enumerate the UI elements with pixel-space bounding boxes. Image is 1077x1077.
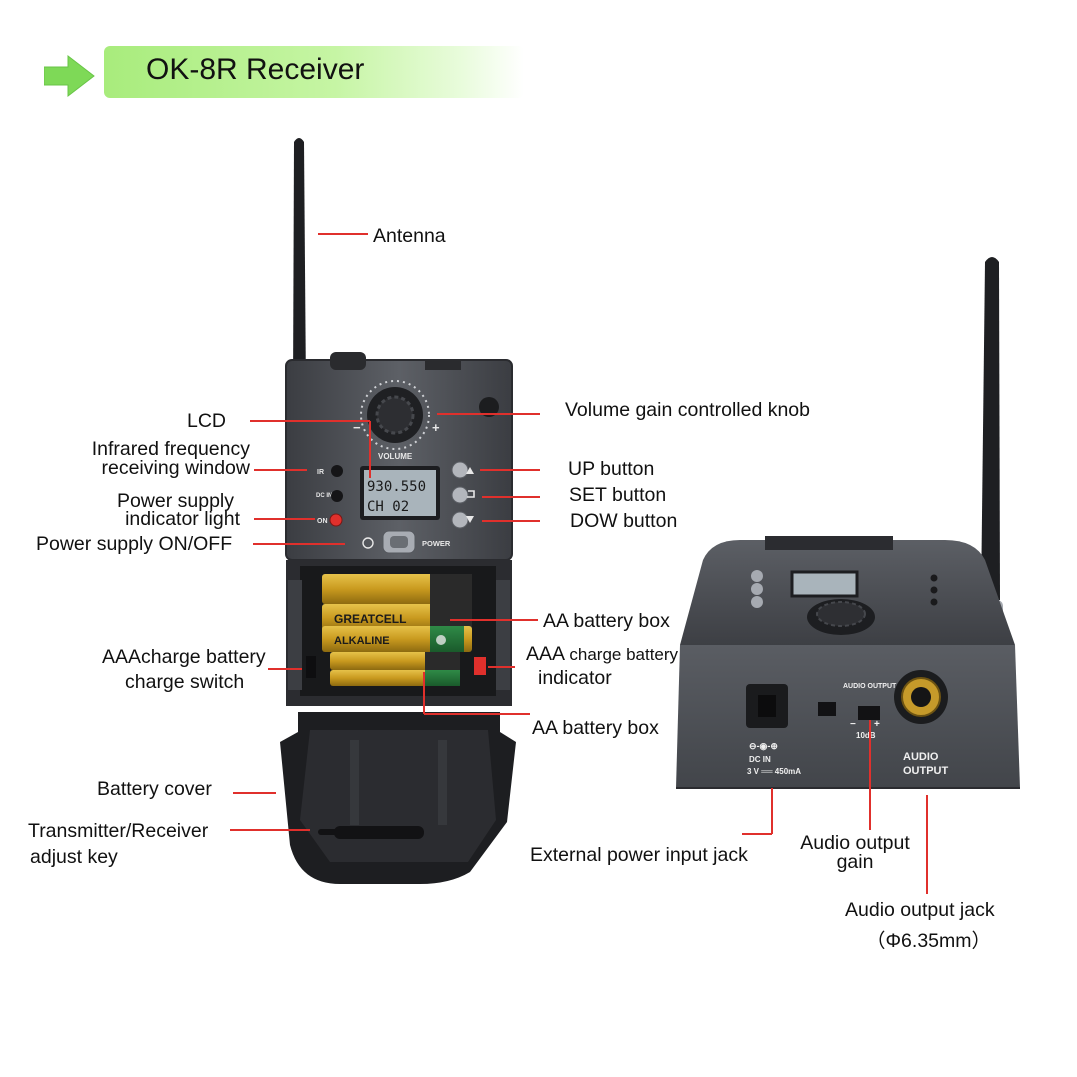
- label-up-button: UP button: [568, 458, 655, 480]
- volume-label: VOLUME: [378, 452, 413, 461]
- side-face-labels: ⊖-◉-⊕ DC IN 3 V ══ 450mA AUDIO OUTPUT − …: [747, 683, 949, 777]
- front-left-indicators: IR DC IN ON: [316, 465, 343, 527]
- side-audio-label-2: OUTPUT: [903, 765, 949, 777]
- label-infrared-1: Infrared frequency: [91, 438, 250, 460]
- label-infrared-2: receiving window: [101, 457, 251, 479]
- battery-aa-1: [322, 574, 472, 604]
- volume-minus-label: −: [353, 420, 361, 435]
- on-label: ON: [317, 518, 328, 525]
- label-lcd: LCD: [187, 410, 227, 432]
- side-audio-label-1: AUDIO: [903, 751, 939, 763]
- arrow-right-icon: [44, 54, 95, 98]
- page-title: OK-8R Receiver: [146, 53, 365, 86]
- svg-text:⊖-◉-⊕: ⊖-◉-⊕: [749, 741, 778, 751]
- side-top-surface: [680, 536, 1015, 645]
- label-aa-battery-box-bottom: AA battery box: [532, 717, 659, 739]
- front-right-buttons: [451, 461, 475, 529]
- label-aa-battery-box-top: AA battery box: [543, 610, 670, 632]
- aaa-charge-indicator: [474, 657, 486, 675]
- label-power-indicator-1: Power supply: [116, 490, 234, 512]
- power-button: POWER: [362, 530, 451, 554]
- volume-knob: − + VOLUME: [353, 380, 440, 461]
- side-gain-minus-label: −: [850, 719, 856, 730]
- ir-label: IR: [317, 469, 324, 476]
- side-gain-value-label: 10dB: [856, 731, 876, 740]
- label-adjust-key-1: Transmitter/Receiver: [28, 820, 209, 842]
- battery-brand-label: GREATCELL: [334, 612, 406, 626]
- side-dc-spec-label: 3 V ══ 450mA: [747, 767, 801, 776]
- label-aaa-indicator-1: AAA charge battery: [526, 644, 678, 665]
- label-dow-button: DOW button: [570, 510, 678, 532]
- battery-aa-3: ALKALINE: [322, 626, 472, 652]
- side-dc-in-label: DC IN: [749, 755, 771, 764]
- dcin-label: DC IN: [316, 493, 332, 499]
- label-adjust-key-2: adjust key: [30, 846, 118, 868]
- volume-plus-label: +: [432, 420, 440, 435]
- lcd-channel: CH 02: [367, 499, 409, 515]
- side-audio-output-small-label: AUDIO OUTPUT: [843, 683, 897, 690]
- title-bar: [104, 46, 524, 98]
- label-aaa-indicator-1a: AAA: [526, 643, 564, 665]
- label-audio-gain-2: gain: [836, 851, 874, 873]
- battery-aaa-1: [330, 652, 460, 670]
- label-aaa-switch-1: AAAcharge battery: [102, 646, 266, 668]
- front-body: [285, 352, 513, 561]
- label-audio-jack-1: Audio output jack: [845, 899, 995, 921]
- label-set-button: SET button: [569, 484, 667, 506]
- side-front-face: [676, 645, 1020, 789]
- battery-type-label: ALKALINE: [334, 635, 390, 647]
- aaa-charge-switch: [306, 656, 316, 678]
- label-aaa-switch-2: charge switch: [125, 671, 245, 693]
- battery-cover: [280, 712, 516, 884]
- label-audio-gain-1: Audio output: [800, 832, 910, 854]
- side-gain-plus-label: +: [874, 719, 880, 730]
- label-external-power: External power input jack: [530, 844, 748, 866]
- lcd-frequency: 930.550: [367, 479, 426, 495]
- lcd-screen: 930.550 CH 02: [360, 466, 440, 520]
- label-aaa-indicator-2: indicator: [538, 667, 612, 689]
- label-battery-cover: Battery cover: [97, 778, 212, 800]
- label-power-indicator-2: indicator light: [125, 508, 240, 530]
- label-volume-knob: Volume gain controlled knob: [565, 399, 810, 421]
- battery-aaa-2: [330, 670, 460, 686]
- label-antenna: Antenna: [373, 225, 446, 247]
- label-power-switch: Power supply ON/OFF: [36, 533, 233, 555]
- power-label: POWER: [422, 539, 451, 548]
- label-aaa-indicator-1b: charge battery: [569, 645, 679, 664]
- label-audio-jack-2: （Φ6.35mm）: [866, 930, 991, 952]
- adjust-key: [334, 826, 424, 839]
